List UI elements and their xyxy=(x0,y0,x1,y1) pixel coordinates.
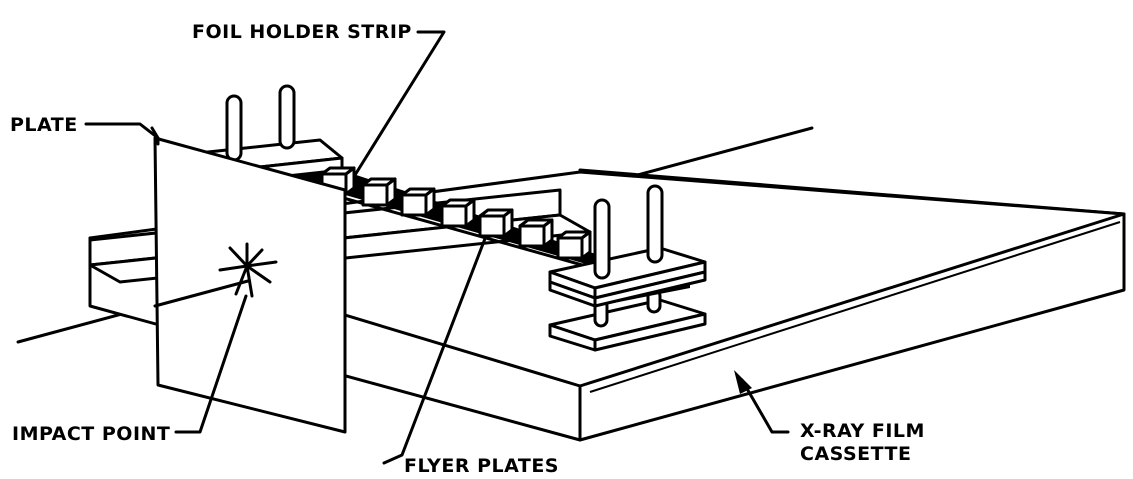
label-foil-holder-strip: FOIL HOLDER STRIP xyxy=(192,21,412,43)
flyer-plate-cube xyxy=(556,230,592,260)
flyer-plate-cube xyxy=(440,198,476,228)
label-flyer-plates: FLYER PLATES xyxy=(404,455,559,477)
leader-lines xyxy=(84,30,790,465)
cassette-arrow-icon xyxy=(734,370,752,394)
label-xray-film-line2: CASSETTE xyxy=(800,443,911,465)
trajectory-line-over-plate xyxy=(153,279,250,308)
flyer-plate-cube xyxy=(400,187,436,217)
right-post-clamp xyxy=(548,184,707,352)
label-plate: PLATE xyxy=(10,114,78,136)
flyer-plate-cube xyxy=(478,208,514,238)
impact-starburst-icon xyxy=(218,242,278,298)
label-impact-point: IMPACT POINT xyxy=(12,423,170,445)
label-xray-film-line1: X-RAY FILM xyxy=(800,420,925,442)
flyer-plate-cube xyxy=(518,218,554,248)
flyer-plate-cube xyxy=(361,177,397,207)
